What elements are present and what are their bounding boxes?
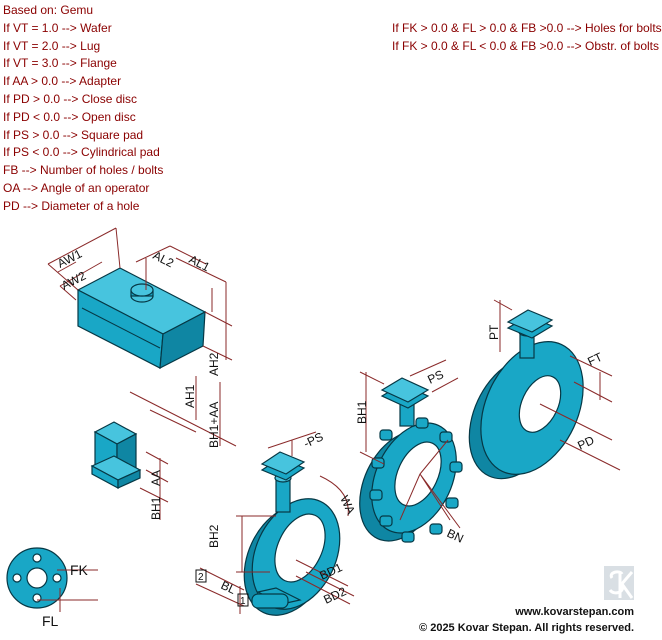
lug-bolt-pads <box>369 417 463 543</box>
dim-label-bn: BN <box>445 526 466 546</box>
note-line: OA --> Angle of an operator <box>3 180 150 195</box>
dim-label-wa: WA <box>337 493 358 516</box>
dim-label-ft: FT <box>585 350 605 369</box>
note-line: If PS > 0.0 --> Square pad <box>3 127 144 142</box>
adapter-dimensions: BH1 AA <box>139 451 169 520</box>
dim-label-bh1-adapter: BH1 <box>149 496 163 520</box>
note-line: If PD > 0.0 --> Close disc <box>3 91 138 106</box>
actuator-box <box>76 267 207 370</box>
flanged-valve <box>468 309 584 480</box>
note-line: FB --> Number of holes / bolts <box>3 163 164 178</box>
wafer-valve <box>243 451 341 616</box>
dim-label-aa: AA <box>149 470 163 486</box>
dim-label-al1: AL1 <box>187 252 213 274</box>
note-line: If PD < 0.0 --> Open disc <box>3 109 136 124</box>
dim-label-fl: FL <box>42 613 59 629</box>
adapter-block <box>90 421 142 490</box>
lug-valve <box>359 377 463 543</box>
sk-logo <box>604 566 634 600</box>
dim-label-al2: AL2 <box>151 248 177 270</box>
dim-label-pt: PT <box>487 324 501 340</box>
footer-website: www.kovarstepan.com <box>515 606 634 618</box>
dim-label-ps-neg: -PS <box>301 430 325 451</box>
footer-copyright: © 2025 Kovar Stepan. All rights reserved… <box>419 622 634 634</box>
notes-right: If FK > 0.0 & FL > 0.0 & FB >0.0 --> Hol… <box>392 19 662 55</box>
dim-label-2: 2 <box>198 572 204 583</box>
flange-schematic: FK FL <box>6 547 98 629</box>
note-line: PD --> Diameter of a hole <box>3 198 140 213</box>
dim-label-ah1: AH1 <box>183 384 197 408</box>
dim-label-bh2: BH2 <box>207 524 221 548</box>
flanged-dimensions: PT FT PD <box>487 299 621 471</box>
technical-drawing: AW1 AW2 AL2 AL1 AH2 AH1 BH1+AA BH1 AA FK… <box>6 227 634 629</box>
note-line: If PS < 0.0 --> Cylindrical pad <box>3 145 160 160</box>
note-line: If VT = 3.0 --> Flange <box>3 56 117 71</box>
note-line: If AA > 0.0 --> Adapter <box>3 74 122 89</box>
note-line: Based on: Gemu <box>3 3 94 17</box>
dim-label-bl: BL <box>219 578 239 597</box>
dim-label-1: 1 <box>240 596 246 607</box>
dim-label-aw1: AW1 <box>55 246 84 270</box>
note-line: If VT = 1.0 --> Wafer <box>3 20 112 35</box>
note-line: If VT = 2.0 --> Lug <box>3 38 101 53</box>
dim-label-bh1aa: BH1+AA <box>207 402 221 448</box>
dim-label-ah2: AH2 <box>207 352 221 376</box>
dim-label-bh1-lug: BH1 <box>355 400 369 424</box>
lug-dimensions: BH1 PS BN <box>355 359 466 546</box>
dim-label-pd: PD <box>575 433 596 453</box>
note-line: If FK > 0.0 & FL < 0.0 & FB >0.0 --> Obs… <box>392 39 660 53</box>
notes-left: Based on: Gemu If VT = 1.0 --> Wafer If … <box>3 2 163 216</box>
actuator-dimensions: AW1 AW2 AL2 AL1 AH2 AH1 BH1+AA <box>47 227 237 448</box>
dim-label-bd2: BD2 <box>321 584 348 607</box>
dim-label-fk: FK <box>70 562 89 578</box>
dim-label-ps-lug: PS <box>425 367 445 386</box>
note-line: If FK > 0.0 & FL > 0.0 & FB >0.0 --> Hol… <box>392 21 662 35</box>
